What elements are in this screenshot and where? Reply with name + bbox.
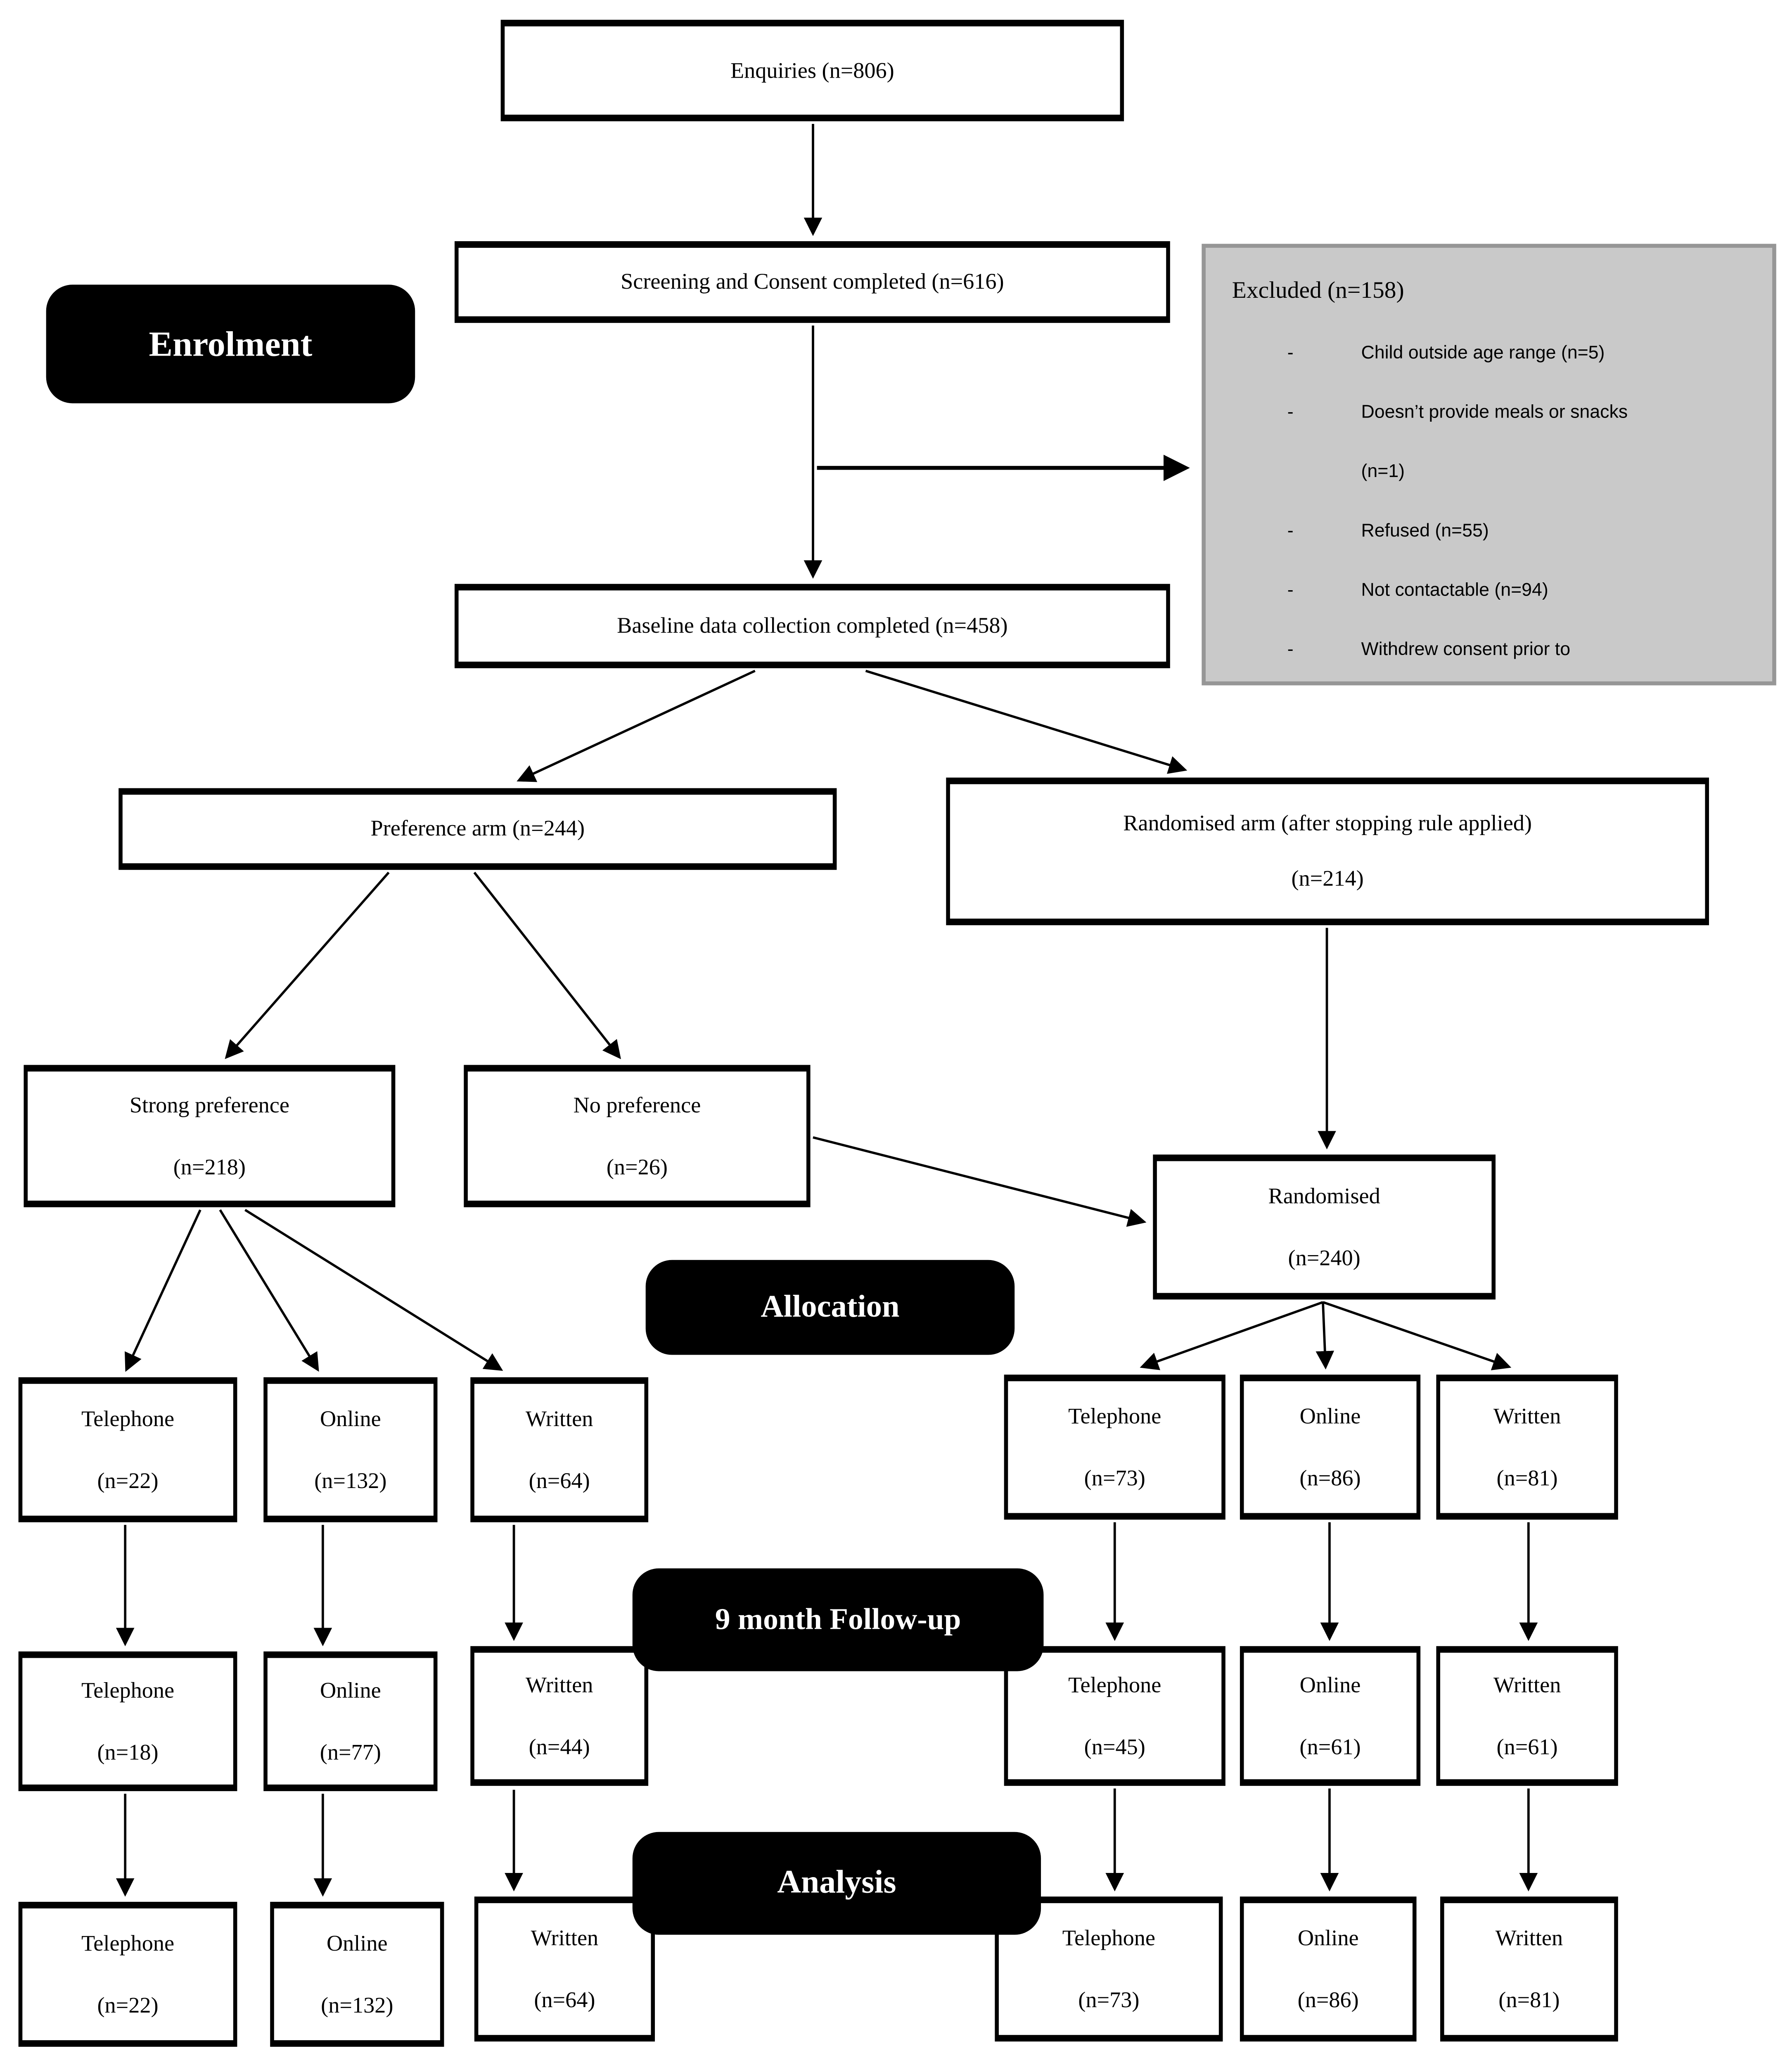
allocation-preference-online-box: Online (n=132) (263, 1377, 438, 1522)
randomised-arm-box: Randomised arm (after stopping rule appl… (946, 777, 1709, 926)
randomised-box: Randomised (n=240) (1153, 1154, 1496, 1300)
followup-randomised-written-box: Written (n=61) (1436, 1646, 1618, 1786)
followup-randomised-online-box: Online (n=61) (1240, 1646, 1421, 1786)
analysis-preference-telephone-box: Telephone (n=22) (18, 1901, 237, 2047)
allocation-preference-written-box: Written (n=64) (470, 1377, 649, 1522)
preference-arm-label: Preference arm (n=244) (370, 816, 585, 841)
allocation-preference-telephone-box: Telephone (n=22) (18, 1377, 237, 1522)
enquiries-label: Enquiries (n=806) (730, 57, 894, 83)
allocation-randomised-telephone-box: Telephone (n=73) (1004, 1374, 1225, 1520)
dash-bullet: - (1287, 341, 1294, 363)
baseline-box: Baseline data collection completed (n=45… (454, 584, 1170, 668)
followup-preference-written-box: Written (n=44) (470, 1646, 649, 1786)
no-preference-box: No preference (n=26) (464, 1065, 811, 1208)
analysis-randomised-online-box: Online (n=86) (1240, 1896, 1417, 2042)
excluded-item: - Refused (n=55) (1206, 501, 1772, 560)
followup-preference-telephone-box: Telephone (n=18) (18, 1651, 237, 1791)
strong-preference-box: Strong preference (n=218) (24, 1065, 396, 1208)
allocation-randomised-online-box: Online (n=86) (1240, 1374, 1421, 1520)
enrolment-stage-label: Enrolment (46, 285, 415, 404)
dash-bullet: - (1287, 401, 1294, 422)
dash-bullet: - (1287, 638, 1294, 659)
dash-bullet: - (1287, 519, 1294, 541)
excluded-box: Excluded (n=158) - Child outside age ran… (1202, 244, 1776, 686)
excluded-item: - Withdrew consent prior to (1206, 620, 1772, 679)
allocation-stage-label: Allocation (645, 1260, 1015, 1355)
screening-consent-box: Screening and Consent completed (n=616) (454, 241, 1170, 323)
followup-stage-label: 9 month Follow-up (632, 1568, 1044, 1671)
baseline-label: Baseline data collection completed (n=45… (617, 613, 1008, 638)
enquiries-box: Enquiries (n=806) (500, 19, 1124, 121)
excluded-title: Excluded (n=158) (1232, 277, 1404, 303)
analysis-randomised-written-box: Written (n=81) (1440, 1896, 1618, 2042)
followup-preference-online-box: Online (n=77) (263, 1651, 438, 1791)
excluded-item: - Not contactable (n=94) (1206, 560, 1772, 620)
allocation-randomised-written-box: Written (n=81) (1436, 1374, 1618, 1520)
excluded-item: - Child outside age range (n=5) (1206, 323, 1772, 382)
analysis-stage-label: Analysis (632, 1832, 1041, 1935)
excluded-list: - Child outside age range (n=5) - Doesn’… (1206, 323, 1772, 679)
analysis-preference-online-box: Online (n=132) (270, 1901, 444, 2047)
preference-arm-box: Preference arm (n=244) (119, 788, 837, 870)
analysis-preference-written-box: Written (n=64) (474, 1896, 655, 2042)
excluded-item: - Doesn’t provide meals or snacks (n=1) (1206, 382, 1772, 501)
followup-randomised-telephone-box: Telephone (n=45) (1004, 1646, 1225, 1786)
dash-bullet: - (1287, 578, 1294, 600)
screening-consent-label: Screening and Consent completed (n=616) (621, 269, 1004, 294)
